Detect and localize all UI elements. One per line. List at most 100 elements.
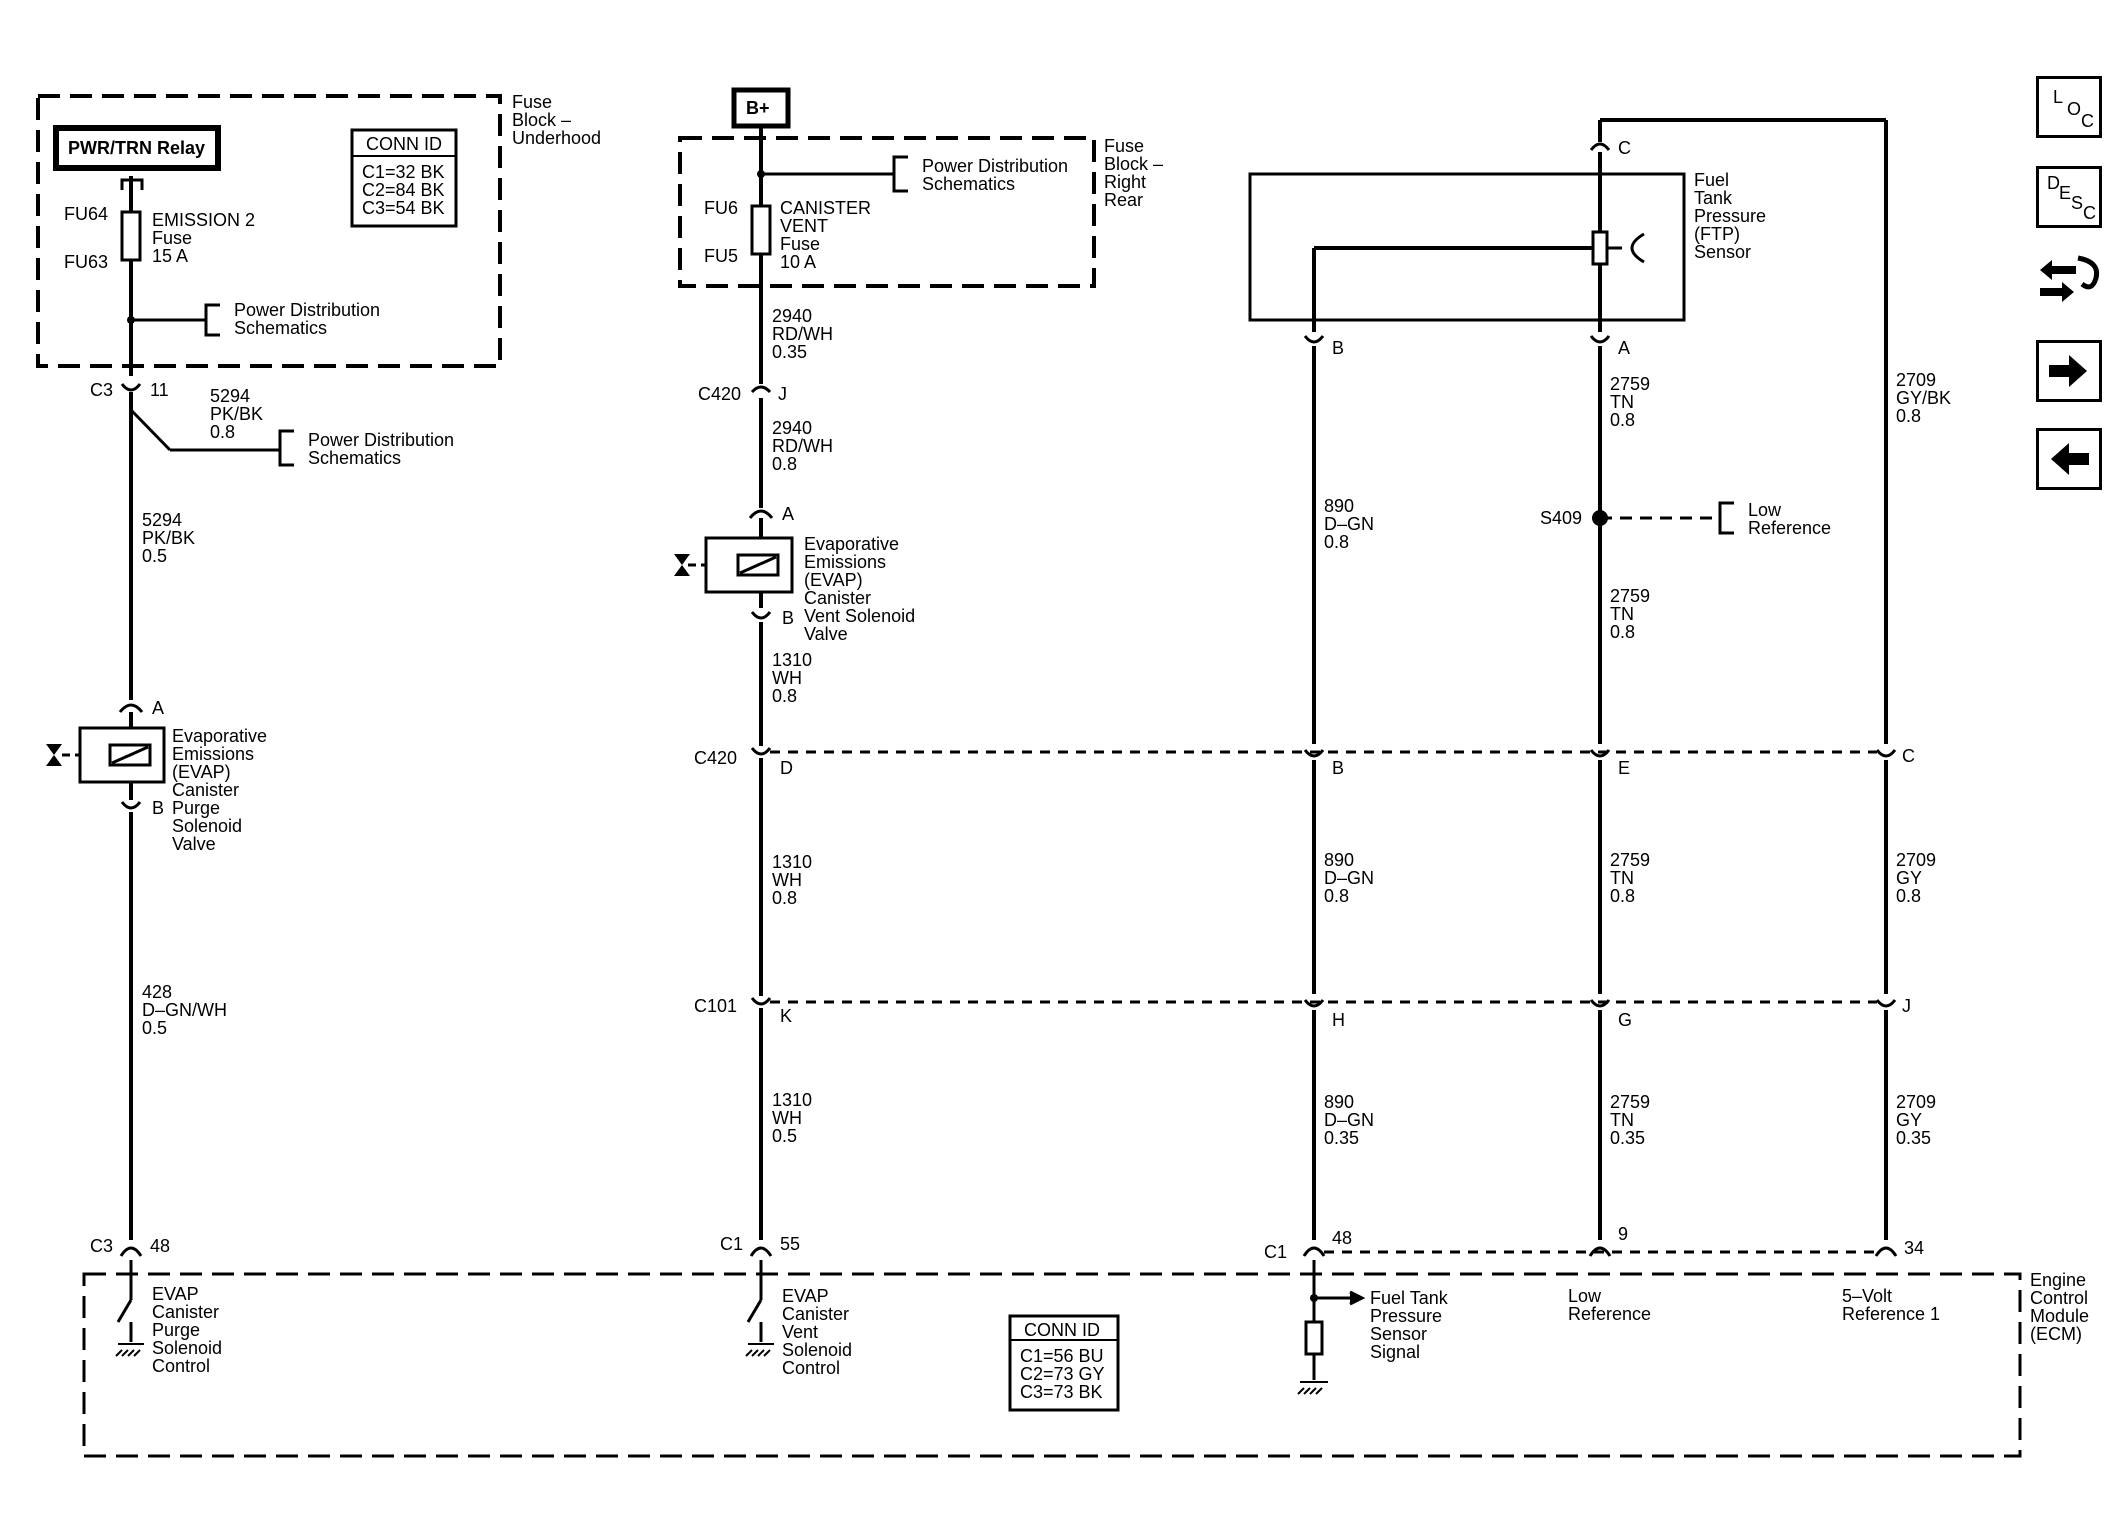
- wire-1310b-3: 0.8: [772, 888, 797, 908]
- vent-valve-body: [704, 536, 794, 594]
- power-dist-2b: Schematics: [308, 448, 401, 468]
- desc-button[interactable]: D E S C: [2036, 166, 2102, 228]
- wire-2709b-1: 2709: [1896, 850, 1936, 870]
- conn-id-underhood-box: [350, 128, 458, 228]
- purge-pin-a: A: [152, 698, 164, 718]
- vent-label-5: Vent Solenoid: [804, 606, 915, 626]
- wire-2759a-2: TN: [1610, 392, 1634, 412]
- c420-j-pin: J: [778, 384, 787, 404]
- purge-pin-b: B: [152, 798, 164, 818]
- fuse-emission-top: FU64: [64, 204, 108, 224]
- wire-1310c-3: 0.5: [772, 1126, 797, 1146]
- wire-2759c-1: 2759: [1610, 850, 1650, 870]
- c101-pin-h: H: [1332, 1010, 1345, 1030]
- c1-ecm-name-mid: C1: [720, 1234, 743, 1254]
- ecm-ftp-signal-1: Fuel Tank: [1370, 1288, 1449, 1308]
- conn-id-ecm-box: [1008, 1314, 1120, 1412]
- wire-2759c-3: 0.8: [1610, 886, 1635, 906]
- power-dist-2a: Power Distribution: [308, 430, 454, 450]
- ecm-5v-ref-2: Reference 1: [1842, 1304, 1940, 1324]
- wire-2709c-2: GY: [1896, 1110, 1922, 1130]
- loc-button[interactable]: L O C: [2036, 76, 2102, 138]
- ecm-label-3: Module: [2030, 1306, 2089, 1326]
- splice-id: S409: [1540, 508, 1582, 528]
- c1-ecm-pin-34: 34: [1904, 1238, 1924, 1258]
- wire-2940a-3: 0.35: [772, 342, 807, 362]
- wire-428-3: 0.5: [142, 1018, 167, 1038]
- wire-2759b-1: 2759: [1610, 586, 1650, 606]
- fuse-block-right-rear-2: Block –: [1104, 154, 1163, 174]
- ecm-vent-4: Solenoid: [782, 1340, 852, 1360]
- wire-2709b-3: 0.8: [1896, 886, 1921, 906]
- desc-letter-d: D: [2047, 173, 2060, 193]
- c3-ecm-pin: 48: [150, 1236, 170, 1256]
- fuse-block-underhood-label-3: Underhood: [512, 128, 601, 148]
- c101-pin-k: K: [780, 1006, 792, 1026]
- loc-letter-l: L: [2053, 87, 2064, 107]
- vent-label-6: Valve: [804, 624, 848, 644]
- conn-id-underhood-row-3: C3=54 BK: [362, 198, 445, 218]
- fuse-canister-label-1: CANISTER: [780, 198, 871, 218]
- ecm-ftp-signal-3: Sensor: [1370, 1324, 1427, 1344]
- ecm-purge-3: Purge: [152, 1320, 200, 1340]
- splice-label-1: Low: [1748, 500, 1782, 520]
- c3-top-pin: 11: [150, 380, 169, 400]
- fuse-emission-label-1: EMISSION 2: [152, 210, 255, 230]
- wire-5294b-1: 5294: [142, 510, 182, 530]
- fuse-canister-bottom: FU5: [704, 246, 738, 266]
- purge-label-7: Valve: [172, 834, 216, 854]
- wire-2759c-2: TN: [1610, 868, 1634, 888]
- power-dist-1a: Power Distribution: [234, 300, 380, 320]
- vent-valve-marker: [674, 554, 690, 576]
- arrow-left-icon[interactable]: [2036, 428, 2102, 490]
- fuse-canister-label-3: Fuse: [780, 234, 820, 254]
- wire-2709a-2: GY/BK: [1896, 388, 1951, 408]
- ecm-purge-1: EVAP: [152, 1284, 199, 1304]
- wire-2940a-1: 2940: [772, 306, 812, 326]
- power-dist-1b: Schematics: [234, 318, 327, 338]
- fuse-canister-label-2: VENT: [780, 216, 828, 236]
- ecm-label-4: (ECM): [2030, 1324, 2082, 1344]
- fuse-canister-label-4: 10 A: [780, 252, 816, 272]
- ftp-label-2: Tank: [1694, 188, 1733, 208]
- vent-label-3: (EVAP): [804, 570, 863, 590]
- conn-id-ecm-row-1: C1=56 BU: [1020, 1346, 1104, 1366]
- splice-s409-dot: [1592, 510, 1608, 526]
- fuse-block-underhood-label-2: Block –: [512, 110, 571, 130]
- wire-2940b-1: 2940: [772, 418, 812, 438]
- wire-890b-2: D–GN: [1324, 868, 1374, 888]
- wire-428-2: D–GN/WH: [142, 1000, 227, 1020]
- wire-890a-1: 890: [1324, 496, 1354, 516]
- desc-letter-s: S: [2071, 193, 2084, 213]
- ecm-vent-1: EVAP: [782, 1286, 829, 1306]
- desc-letter-e: E: [2059, 183, 2072, 203]
- ecm-label-2: Control: [2030, 1288, 2088, 1308]
- power-dist-3b: Schematics: [922, 174, 1015, 194]
- c420-pin-e: E: [1618, 758, 1630, 778]
- arrow-right-icon[interactable]: [2036, 340, 2102, 402]
- wire-2709b-2: GY: [1896, 868, 1922, 888]
- ecm-purge-5: Control: [152, 1356, 210, 1376]
- purge-label-2: Emissions: [172, 744, 254, 764]
- ecm-vent-5: Control: [782, 1358, 840, 1378]
- vent-label-1: Evaporative: [804, 534, 899, 554]
- wire-890a-2: D–GN: [1324, 514, 1374, 534]
- ftp-label-5: Sensor: [1694, 242, 1751, 262]
- ecm-label-1: Engine: [2030, 1270, 2086, 1290]
- ecm-vent-2: Canister: [782, 1304, 849, 1324]
- fuse-block-right-rear-4: Rear: [1104, 190, 1143, 210]
- wire-890c-2: D–GN: [1324, 1110, 1374, 1130]
- wire-2759d-1: 2759: [1610, 1092, 1650, 1112]
- purge-label-6: Solenoid: [172, 816, 242, 836]
- wiring-harness-icon[interactable]: [2034, 248, 2106, 312]
- c1-ecm-pin-55: 55: [780, 1234, 800, 1254]
- purge-valve-marker: [46, 744, 62, 766]
- wire-1310b-1: 1310: [772, 852, 812, 872]
- conn-id-underhood-row-1: C1=32 BK: [362, 162, 445, 182]
- wire-1310a-2: WH: [772, 668, 802, 688]
- wire-5294b-3: 0.5: [142, 546, 167, 566]
- ftp-label-1: Fuel: [1694, 170, 1729, 190]
- c3-top-name: C3: [90, 380, 113, 400]
- wire-1310b-2: WH: [772, 870, 802, 890]
